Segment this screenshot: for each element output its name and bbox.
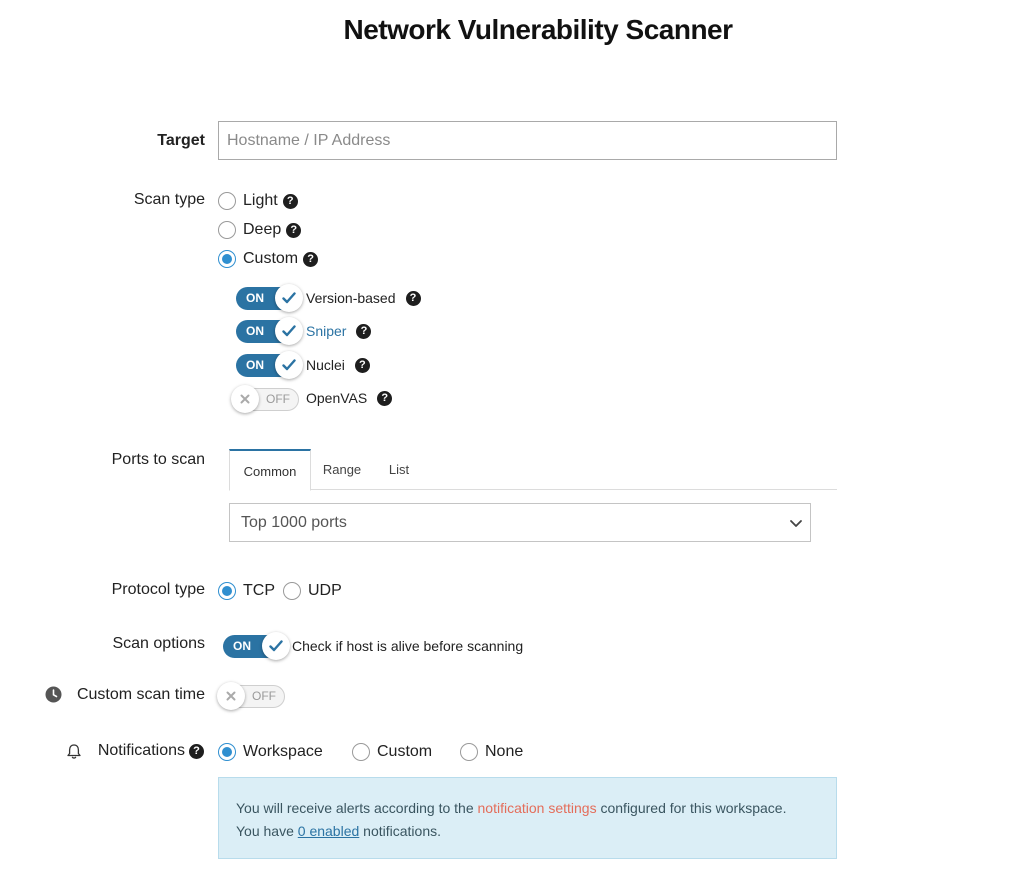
nuclei-label-row: Nuclei ? (306, 357, 370, 373)
question-circle-icon[interactable]: ? (354, 357, 370, 373)
check-icon (275, 351, 303, 379)
alert-text: configured for this workspace. (600, 800, 787, 816)
notifications-alert: You will receive alerts according to the… (218, 777, 837, 859)
sniper-label-row: Sniper ? (306, 323, 372, 339)
clock-icon (45, 686, 62, 703)
alert-line-2: You have 0 enabled notifications. (236, 820, 836, 843)
toggle-state: ON (246, 291, 264, 305)
notifications-label: Notifications (97, 742, 185, 759)
radio-none[interactable] (460, 743, 478, 761)
tab-range[interactable]: Range (322, 462, 362, 477)
sniper-toggle[interactable]: ON (236, 317, 303, 345)
check-icon (262, 632, 290, 660)
radio-udp[interactable] (283, 582, 301, 600)
protocol-tcp-label: TCP (243, 582, 275, 599)
page-title: Network Vulnerability Scanner (343, 14, 733, 45)
x-icon (231, 385, 259, 413)
radio-tcp[interactable] (218, 582, 236, 600)
sniper-link[interactable]: Sniper (306, 323, 347, 339)
enabled-notifications-link[interactable]: 0 enabled (297, 823, 360, 839)
target-label: Target (157, 132, 205, 149)
alert-text: You will receive alerts according to the (236, 800, 474, 816)
toggle-state: ON (246, 324, 264, 338)
question-circle-icon[interactable]: ? (189, 744, 204, 759)
question-circle-icon[interactable]: ? (286, 222, 302, 238)
scan-type-deep-option[interactable]: Deep ? (218, 221, 302, 239)
scan-type-custom-option[interactable]: Custom ? (218, 250, 319, 268)
scan-type-custom-label: Custom (243, 250, 299, 267)
protocol-udp-option[interactable]: UDP (283, 582, 342, 600)
protocol-label: Protocol type (111, 581, 205, 598)
ports-select[interactable]: Top 1000 ports (229, 503, 811, 542)
ports-tabs: Common Range List (229, 449, 837, 491)
radio-notify-custom[interactable] (352, 743, 370, 761)
nuclei-label: Nuclei (306, 357, 345, 373)
tab-common[interactable]: Common (229, 449, 311, 491)
scan-options-label: Scan options (112, 635, 205, 652)
alert-line-1: You will receive alerts according to the… (236, 797, 836, 820)
tab-list[interactable]: List (388, 462, 410, 477)
host-alive-toggle[interactable]: ON (223, 632, 290, 660)
version-based-label: Version-based (306, 290, 396, 306)
alert-text: notifications. (363, 823, 441, 839)
question-circle-icon[interactable]: ? (356, 323, 372, 339)
toggle-state: OFF (266, 392, 290, 406)
scan-type-light-option[interactable]: Light ? (218, 192, 298, 210)
notify-none-option[interactable]: None (460, 743, 523, 761)
openvas-toggle[interactable]: OFF (231, 385, 299, 413)
target-input[interactable] (218, 121, 837, 160)
custom-time-toggle[interactable]: OFF (217, 682, 285, 710)
toggle-state: ON (246, 358, 264, 372)
openvas-label: OpenVAS (306, 390, 368, 406)
scan-type-light-label: Light (243, 192, 278, 209)
scan-type-deep-label: Deep (243, 221, 282, 238)
question-circle-icon[interactable]: ? (303, 251, 319, 267)
question-circle-icon[interactable]: ? (282, 193, 298, 209)
notify-custom-option[interactable]: Custom (352, 743, 432, 761)
protocol-udp-label: UDP (308, 582, 342, 599)
radio-deep[interactable] (218, 221, 236, 239)
chevron-down-icon (790, 520, 802, 527)
alert-text: You have (236, 823, 294, 839)
custom-time-label: Custom scan time (76, 686, 205, 703)
bell-icon (67, 744, 81, 759)
toggle-state: OFF (252, 689, 276, 703)
check-icon (275, 284, 303, 312)
notify-workspace-label: Workspace (243, 743, 323, 760)
scan-type-label: Scan type (133, 191, 205, 208)
notify-none-label: None (485, 743, 524, 760)
version-based-label-row: Version-based ? (306, 290, 421, 306)
toggle-state: ON (233, 639, 251, 653)
openvas-label-row: OpenVAS ? (306, 390, 393, 406)
x-icon (217, 682, 245, 710)
ports-selected-value: Top 1000 ports (241, 514, 347, 531)
question-circle-icon[interactable]: ? (405, 290, 421, 306)
radio-custom[interactable] (218, 250, 236, 268)
check-icon (275, 317, 303, 345)
host-alive-label: Check if host is alive before scanning (292, 638, 524, 654)
radio-workspace[interactable] (218, 743, 236, 761)
protocol-tcp-option[interactable]: TCP (218, 582, 275, 600)
version-based-toggle[interactable]: ON (236, 284, 303, 312)
nuclei-toggle[interactable]: ON (236, 351, 303, 379)
question-circle-icon[interactable]: ? (377, 390, 393, 406)
radio-light[interactable] (218, 192, 236, 210)
notify-custom-label: Custom (377, 743, 433, 760)
notification-settings-link[interactable]: notification settings (477, 800, 597, 816)
notify-workspace-option[interactable]: Workspace (218, 743, 323, 761)
ports-label: Ports to scan (111, 451, 205, 468)
